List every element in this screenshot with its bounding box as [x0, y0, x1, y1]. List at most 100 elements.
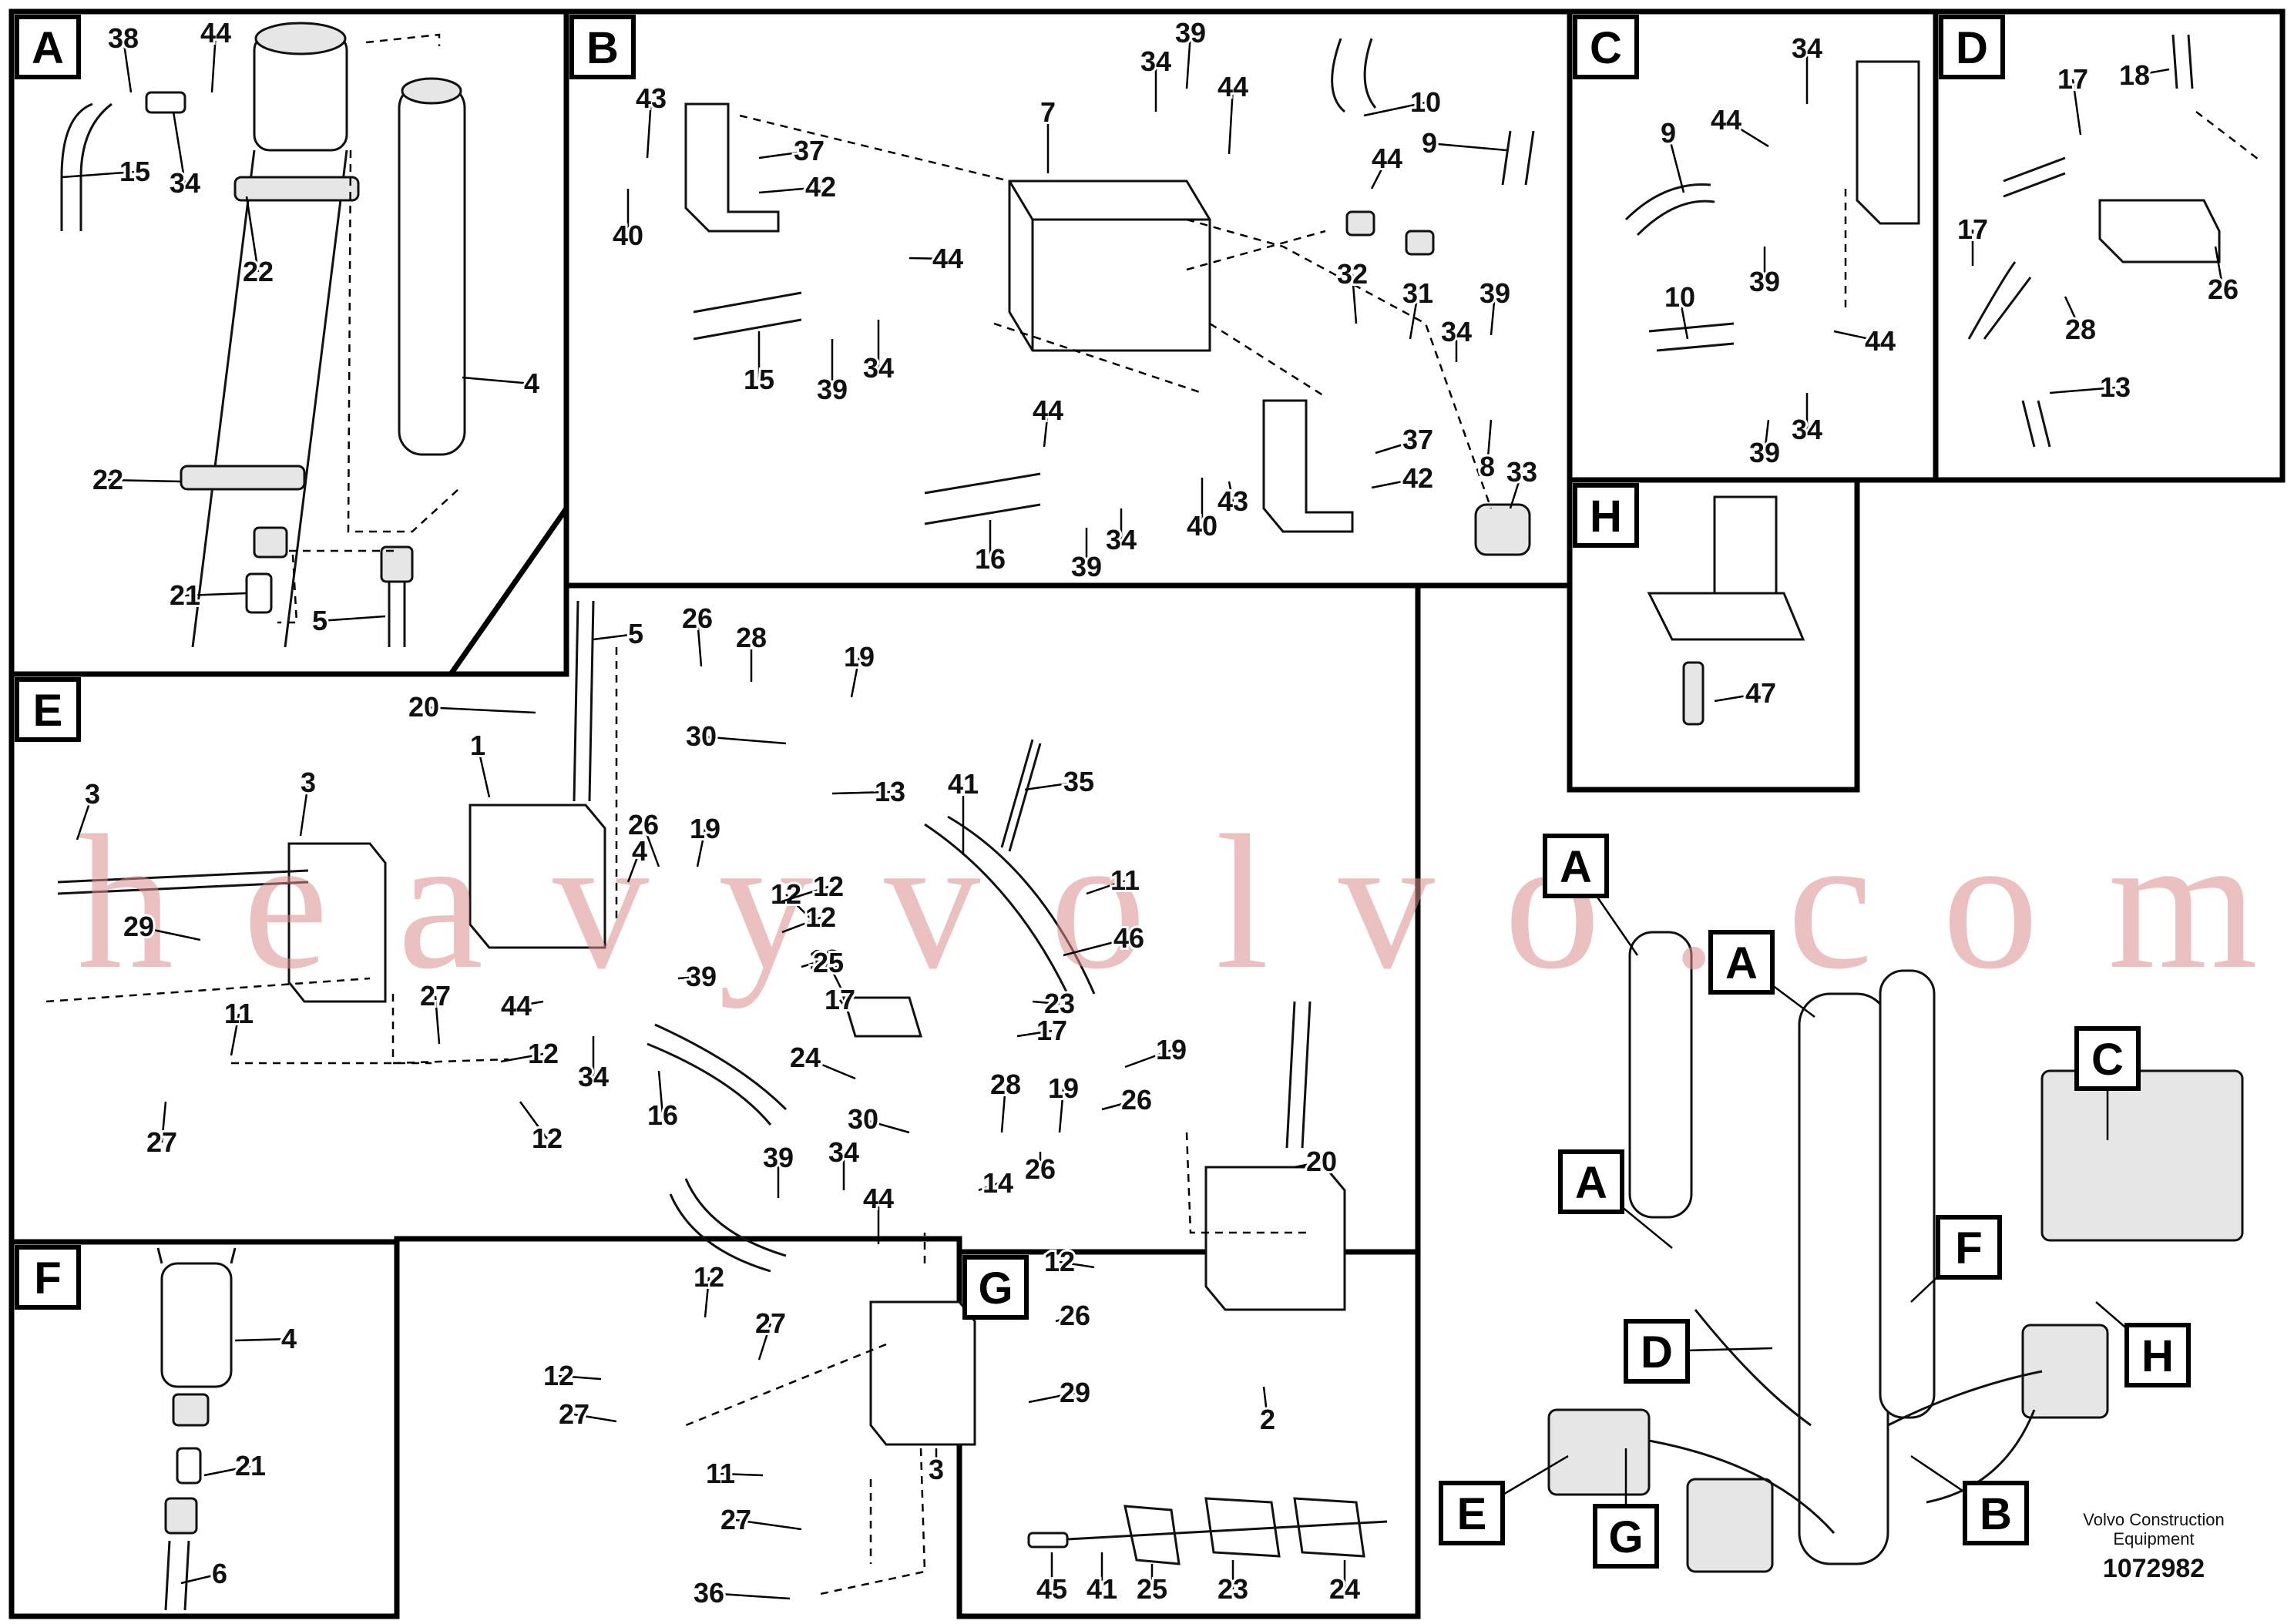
callout-text: F	[1955, 1223, 1982, 1273]
part-number-label: 23	[1218, 1573, 1248, 1605]
part-number-label: 4	[281, 1323, 297, 1354]
leader-line	[1294, 1160, 1322, 1169]
part-callout: 33	[1504, 454, 1540, 509]
part-number-label: 28	[2065, 314, 2096, 345]
leader-line	[516, 1000, 544, 1008]
leader-line	[909, 257, 949, 260]
overview-callout: D	[1624, 1319, 1773, 1384]
callout-box	[2124, 1323, 2191, 1387]
part-callout: 25	[811, 945, 846, 995]
part-number-label: 40	[1187, 510, 1218, 542]
part-callout: 35	[1024, 763, 1097, 800]
part-number-label: 18	[2119, 59, 2150, 91]
part-callout: 17	[2055, 61, 2091, 136]
leader-line	[1409, 293, 1419, 340]
part-callout: 37	[758, 133, 827, 169]
part-callout: 13	[2049, 369, 2133, 405]
part-callout: 46	[1063, 920, 1147, 957]
part-callout: 28	[2063, 296, 2098, 347]
part-number-label: 43	[636, 82, 667, 114]
part-number-label: 34	[578, 1061, 609, 1092]
part-number-label: 25	[1137, 1573, 1167, 1605]
part-callout: 19	[1124, 1032, 1189, 1069]
part-callout: 34	[861, 320, 896, 386]
leader-line	[1667, 133, 1685, 193]
part-number-label: 24	[1329, 1573, 1360, 1605]
part-callout: 8	[1477, 419, 1497, 485]
callout-box	[1593, 1504, 1659, 1569]
leader-line	[210, 32, 217, 93]
part-number-label: 19	[1156, 1034, 1187, 1065]
part-callout: 23	[1032, 985, 1077, 1022]
leader-line	[1725, 119, 1769, 148]
part-number-label: 44	[863, 1183, 894, 1214]
part-number-label: 27	[146, 1126, 177, 1158]
part-callout: 28	[988, 1066, 1023, 1133]
part-number-label: 12	[543, 1360, 574, 1391]
overview-callout: A	[1708, 930, 1815, 1018]
part-callout: 44	[1369, 140, 1405, 190]
part-callout: 29	[121, 908, 201, 945]
part-number-label: 39	[1071, 551, 1102, 582]
part-callout: 41	[1084, 1552, 1120, 1607]
part-number-label: 7	[1040, 96, 1056, 128]
part-callout: 34	[826, 1134, 862, 1190]
part-number-label: 6	[212, 1558, 227, 1589]
leader-line	[245, 196, 260, 273]
part-callout: 19	[687, 810, 723, 867]
part-callout: 4	[462, 365, 542, 401]
part-callout: 26	[1055, 1297, 1093, 1334]
part-number-label: 27	[720, 1504, 751, 1535]
leader-line	[1124, 1049, 1172, 1069]
panel-f-frame	[8, 1239, 400, 1619]
leader-line	[978, 1182, 999, 1192]
leader-line	[172, 111, 186, 184]
part-number-label: 39	[763, 1142, 794, 1173]
callout-box	[1558, 1149, 1624, 1214]
footer-company-line2: Equipment	[2113, 1529, 2194, 1549]
part-number-label: 11	[706, 1458, 735, 1489]
callout-box	[1439, 1481, 1505, 1545]
leader-line	[804, 1056, 856, 1080]
panel-label-f: F	[15, 1245, 81, 1310]
part-callout: 12	[781, 899, 838, 935]
part-number-label: 41	[948, 768, 979, 800]
part-number-label: 33	[1506, 456, 1537, 488]
leader-line	[1763, 419, 1770, 454]
part-number-label: 17	[1957, 213, 1988, 245]
part-callout: 32	[1335, 256, 1370, 324]
part-callout: 44	[909, 240, 966, 277]
part-number-label: 26	[1060, 1300, 1090, 1331]
part-number-label: 15	[119, 156, 150, 187]
part-callout: 47	[1714, 675, 1778, 711]
part-number-label: 44	[200, 17, 231, 49]
leader-line	[1351, 273, 1358, 324]
part-number-label: 12	[1044, 1246, 1075, 1277]
callout-box	[1708, 930, 1775, 995]
leader-line	[1228, 481, 1234, 502]
part-callout: 44	[1833, 323, 1898, 359]
part-callout: 34	[167, 111, 203, 201]
part-number-label: 44	[1218, 71, 1248, 102]
leader-line	[1262, 1386, 1269, 1421]
leader-line	[299, 782, 310, 837]
part-callout: 39	[1747, 247, 1782, 300]
part-number-label: 42	[1402, 462, 1433, 494]
leader-line	[160, 1101, 167, 1143]
overview-drawing	[1547, 931, 2244, 1573]
part-number-label: 13	[875, 776, 905, 807]
callout-text: E	[1457, 1489, 1487, 1539]
panel-e-frame	[8, 582, 1421, 1255]
leader-line	[1371, 477, 1419, 489]
panel-label-h: H	[1573, 483, 1639, 548]
callout-box	[1963, 1481, 2029, 1545]
leader-line	[1086, 879, 1126, 895]
part-callout: 15	[741, 331, 777, 398]
part-callout: 38	[106, 20, 141, 93]
leader-line	[1363, 101, 1426, 117]
part-number-label: 23	[1044, 988, 1075, 1019]
